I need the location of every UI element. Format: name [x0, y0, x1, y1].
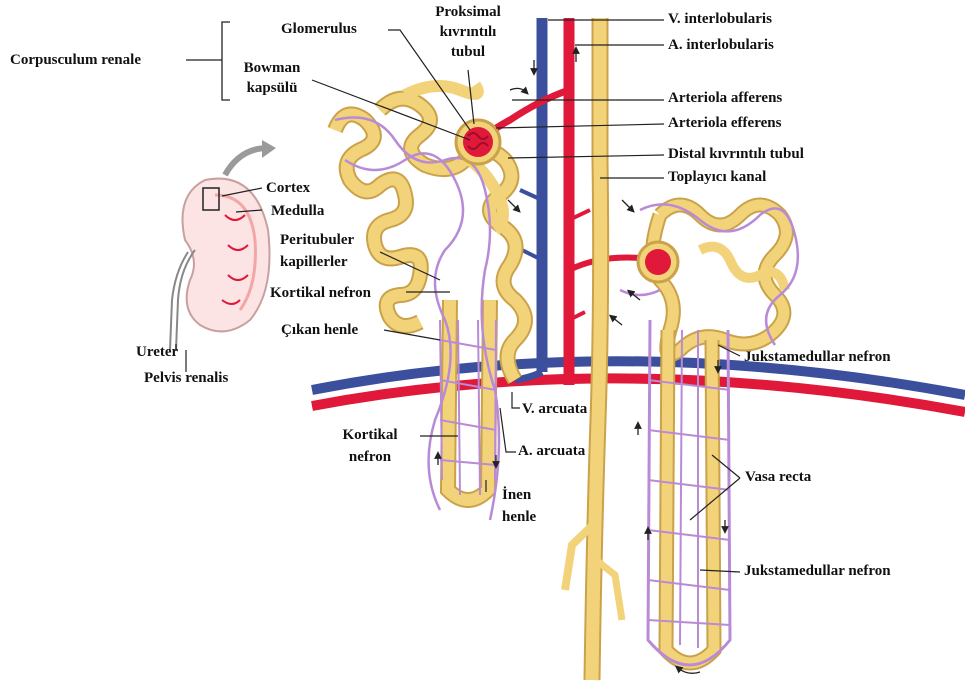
arcuate-vessels: [312, 361, 965, 412]
kidney-inset: [170, 140, 276, 350]
label-bowman-line1: Bowman: [236, 60, 308, 77]
label-inen-line2: henle: [502, 509, 536, 526]
label-v-arcuata: V. arcuata: [522, 401, 587, 418]
label-kortikal-line1: Kortikal: [330, 427, 410, 444]
label-pelvis-renalis: Pelvis renalis: [144, 370, 228, 387]
label-arteriola-efferens: Arteriola efferens: [668, 115, 781, 132]
label-glomerulus: Glomerulus: [281, 21, 357, 38]
label-peritubuler-line2: kapillerler: [280, 254, 348, 271]
label-medulla: Medulla: [271, 203, 324, 220]
corpusculum-bracket: [186, 22, 230, 100]
label-jukstamedullar-nefron-bottom: Jukstamedullar nefron: [744, 563, 891, 580]
label-inen-line1: İnen: [502, 487, 531, 504]
label-cikan-henle: Çıkan henle: [281, 322, 358, 339]
label-proksimal-line1: Proksimal: [424, 4, 512, 21]
glomerulus-cortical: [456, 120, 500, 164]
label-kortikal-nefron-top: Kortikal nefron: [270, 285, 371, 302]
label-cortex: Cortex: [266, 180, 310, 197]
label-v-interlobularis: V. interlobularis: [668, 11, 772, 28]
label-a-interlobularis: A. interlobularis: [668, 37, 774, 54]
label-kortikal-line2: nefron: [330, 449, 410, 466]
label-a-arcuata: A. arcuata: [518, 443, 585, 460]
label-distal-tubul: Distal kıvrıntılı tubul: [668, 146, 804, 163]
label-bowman-line2: kapsülü: [236, 80, 308, 97]
label-proksimal-line2: kıvrıntılı: [424, 24, 512, 41]
label-vasa-recta: Vasa recta: [745, 469, 811, 486]
label-peritubuler-line1: Peritubuler: [280, 232, 354, 249]
label-proksimal-line3: tubul: [424, 44, 512, 61]
label-jukstamedullar-nefron-top: Jukstamedullar nefron: [744, 349, 891, 366]
label-ureter: Ureter: [136, 344, 178, 361]
label-arteriola-afferens: Arteriola afferens: [668, 90, 782, 107]
label-toplayici-kanal: Toplayıcı kanal: [668, 169, 766, 186]
label-corpusculum-renale: Corpusculum renale: [10, 52, 141, 69]
glomerulus-juxtamedullary: [638, 242, 678, 282]
